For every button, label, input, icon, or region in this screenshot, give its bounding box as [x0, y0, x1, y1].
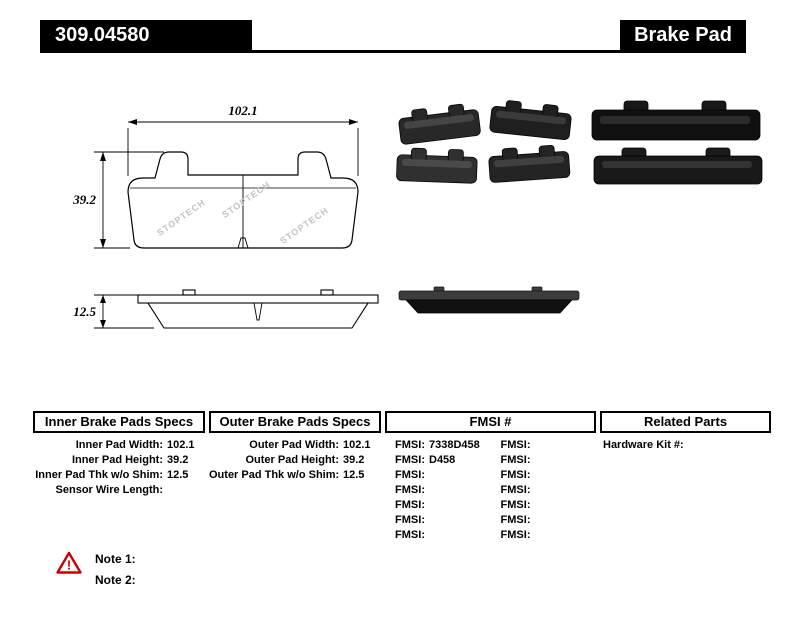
spec-value: D458 — [429, 454, 456, 466]
thickness-dim-label: 12.5 — [73, 304, 96, 319]
spec-label: FMSI: — [500, 469, 531, 481]
spec-row: FMSI: — [491, 453, 597, 468]
spec-value: 102.1 — [343, 439, 371, 451]
brake-pad-photo — [593, 147, 763, 185]
brake-pad-photo — [591, 100, 761, 141]
height-dim-label: 39.2 — [72, 192, 96, 207]
spec-value: 102.1 — [167, 439, 195, 451]
spec-row: Outer Pad Height: 39.2 — [209, 453, 381, 468]
watermark-text: STOPTECH — [278, 205, 330, 246]
fmsi-right-column: FMSI: FMSI: FMSI: FMSI: FMSI: — [491, 438, 597, 543]
spec-row: FMSI: — [385, 528, 491, 543]
brake-pad-photo — [396, 147, 478, 184]
spec-label: Inner Pad Height: — [71, 454, 163, 466]
product-name: Brake Pad — [620, 20, 746, 50]
inner-specs-title: Inner Brake Pads Specs — [33, 411, 205, 433]
brake-pad-photo — [489, 100, 572, 140]
spec-row: Inner Pad Width: 102.1 — [33, 438, 205, 453]
spec-row: FMSI: D458 — [385, 453, 491, 468]
spec-label: FMSI: — [500, 514, 531, 526]
spec-row: FMSI: — [385, 513, 491, 528]
pad-edge-photo — [398, 286, 580, 314]
spec-label: Hardware Kit #: — [603, 439, 684, 451]
page-header: 309.04580 Brake Pad — [40, 20, 746, 53]
note-1-label: Note 1: — [95, 552, 136, 566]
fmsi-table: FMSI # FMSI: 7338D458 FMSI: D458 FMSI: F… — [385, 411, 596, 543]
note-2-label: Note 2: — [95, 573, 136, 587]
spec-value: 39.2 — [343, 454, 365, 466]
outer-specs-title: Outer Brake Pads Specs — [209, 411, 381, 433]
fmsi-left-column: FMSI: 7338D458 FMSI: D458 FMSI: FMSI: FM… — [385, 438, 491, 543]
spec-label: Outer Pad Height: — [245, 454, 339, 466]
warning-triangle-icon: ! — [56, 551, 82, 574]
watermark-text: STOPTECH — [220, 179, 272, 220]
spec-row: Inner Pad Thk w/o Shim: 12.5 — [33, 468, 205, 483]
spec-label: Sensor Wire Length: — [55, 484, 163, 496]
spec-row: Outer Pad Width: 102.1 — [209, 438, 381, 453]
spec-row: FMSI: — [491, 483, 597, 498]
spec-row: FMSI: — [491, 468, 597, 483]
spec-label: FMSI: — [500, 484, 531, 496]
inner-specs-table: Inner Brake Pads Specs Inner Pad Width: … — [33, 411, 205, 498]
spec-row: FMSI: — [491, 438, 597, 453]
spec-label: Inner Pad Thk w/o Shim: — [35, 469, 163, 481]
spec-row: Sensor Wire Length: — [33, 483, 205, 498]
spec-label: FMSI: — [395, 469, 425, 481]
spec-label: Outer Pad Thk w/o Shim: — [209, 469, 340, 481]
spec-label: FMSI: — [395, 439, 425, 451]
pad-pair-photo — [591, 100, 763, 185]
pad-face-outline — [127, 151, 359, 249]
spec-row: FMSI: — [491, 498, 597, 513]
spec-value: 12.5 — [343, 469, 365, 481]
pad-edge-drawing: 12.5 — [73, 289, 379, 329]
spec-label: FMSI: — [395, 529, 425, 541]
spec-label: FMSI: — [395, 454, 425, 466]
spec-value: 12.5 — [167, 469, 189, 481]
spec-row: FMSI: — [491, 513, 597, 528]
spec-row: FMSI: — [385, 483, 491, 498]
spec-row: FMSI: — [491, 528, 597, 543]
fmsi-title: FMSI # — [385, 411, 596, 433]
spec-row: FMSI: — [385, 498, 491, 513]
pad-face-drawing: 102.1 39.2 STOPTECH STOPTECH STOPTECH — [72, 103, 359, 249]
pad-edge-outline — [137, 289, 379, 329]
spec-value: 7338D458 — [429, 439, 480, 451]
spec-label: FMSI: — [500, 529, 531, 541]
height-dimension — [94, 151, 164, 249]
brake-pad-photo — [488, 145, 571, 183]
related-parts-table: Related Parts Hardware Kit #: — [600, 411, 771, 453]
pad-set-photo — [396, 100, 572, 184]
spec-label: FMSI: — [395, 514, 425, 526]
spec-label: Inner Pad Width: — [75, 439, 163, 451]
svg-text:!: ! — [67, 558, 71, 573]
spec-label: FMSI: — [395, 484, 425, 496]
brake-pad-photo — [398, 103, 481, 145]
spec-row: Inner Pad Height: 39.2 — [33, 453, 205, 468]
spec-label: FMSI: — [395, 499, 425, 511]
spec-label: Outer Pad Width: — [249, 439, 339, 451]
spec-row: Hardware Kit #: — [600, 438, 771, 453]
width-dim-label: 102.1 — [228, 103, 257, 118]
spec-value: 39.2 — [167, 454, 189, 466]
thickness-dimension — [94, 294, 154, 329]
spec-row: Outer Pad Thk w/o Shim: 12.5 — [209, 468, 381, 483]
outer-specs-table: Outer Brake Pads Specs Outer Pad Width: … — [209, 411, 381, 483]
part-number: 309.04580 — [40, 20, 252, 50]
related-parts-title: Related Parts — [600, 411, 771, 433]
watermark-text: STOPTECH — [155, 197, 207, 238]
spec-row: FMSI: 7338D458 — [385, 438, 491, 453]
spec-row: FMSI: — [385, 468, 491, 483]
spec-label: FMSI: — [500, 439, 531, 451]
spec-label: FMSI: — [500, 454, 531, 466]
width-dimension — [127, 119, 359, 176]
spec-label: FMSI: — [500, 499, 531, 511]
